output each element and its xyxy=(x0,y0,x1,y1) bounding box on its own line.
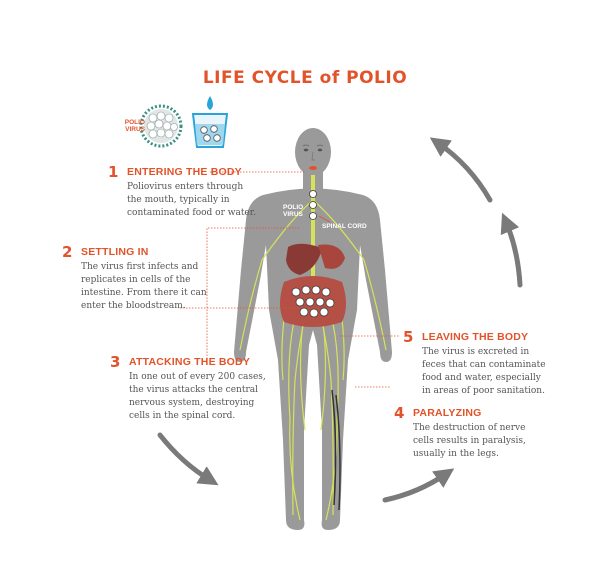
cycle-arrow-top-right xyxy=(429,137,493,203)
step-2-line: intestine. From there it can xyxy=(81,288,207,298)
step-5-line: The virus is excreted in xyxy=(422,347,530,357)
step-3-number: 3 xyxy=(110,353,121,371)
step-4-heading: PARALYZING xyxy=(413,407,482,419)
step-3-line: nervous system, destroying xyxy=(129,398,255,408)
cycle-arrow-bottom-right xyxy=(382,468,455,503)
step-5-line: in areas of poor sanitation. xyxy=(422,386,545,396)
step-2-line: enter the bloodstream. xyxy=(81,301,186,311)
step-2-number: 2 xyxy=(62,243,73,261)
step-1-heading: ENTERING THE BODY xyxy=(127,166,242,178)
step-2-line: replicates in cells of the xyxy=(81,275,191,285)
face xyxy=(302,144,324,170)
step-2-description: The virus first infects and replicates i… xyxy=(81,261,207,313)
cycle-arrow-bottom-left xyxy=(157,432,219,486)
step-1-description: Poliovirus enters through the mouth, typ… xyxy=(127,181,256,220)
body-virus-label-line-1: POLIO xyxy=(283,204,304,211)
step-4-line: The destruction of nerve xyxy=(413,423,526,433)
step-5-number: 5 xyxy=(403,328,414,346)
virus-label: POLIO VIRUS xyxy=(117,119,145,133)
spinal-cord-pointer xyxy=(318,215,331,223)
step-1-line: contaminated food or water. xyxy=(127,208,256,218)
virus-label-line-2: VIRUS xyxy=(125,126,145,133)
step-1-number: 1 xyxy=(108,163,119,181)
step-3-line: In one out of every 200 cases, xyxy=(129,372,266,382)
step-4-number: 4 xyxy=(394,404,405,422)
body-virus-label: POLIO VIRUS xyxy=(283,204,303,218)
step-4-line: cells results in paralysis, xyxy=(413,436,526,446)
step-2-heading: SETTLING IN xyxy=(81,246,149,258)
virus-icon xyxy=(139,104,183,148)
cycle-arrow-right xyxy=(500,212,523,288)
step-1-line: Poliovirus enters through xyxy=(127,182,244,192)
step-1-line: the mouth, typically in xyxy=(127,195,230,205)
connector-lines xyxy=(180,171,400,388)
body-virus-label-line-2: VIRUS xyxy=(283,211,303,218)
digestive-organs xyxy=(280,243,346,327)
step-3-heading: ATTACKING THE BODY xyxy=(129,356,251,368)
step-5-heading: LEAVING THE BODY xyxy=(422,331,529,343)
step-3-description: In one out of every 200 cases, the virus… xyxy=(129,371,266,423)
damaged-nerves xyxy=(331,389,341,511)
step-5-line: feces that can contaminate xyxy=(422,360,546,370)
step-4-description: The destruction of nerve cells results i… xyxy=(413,422,526,461)
step-3-line: the virus attacks the central xyxy=(129,385,259,395)
step-4-line: usually in the legs. xyxy=(413,449,499,459)
virus-label-line-1: POLIO xyxy=(124,119,145,126)
step-5-line: food and water, especially xyxy=(422,373,541,383)
water-glass-icon xyxy=(191,96,229,148)
step-2-line: The virus first infects and xyxy=(81,262,199,272)
step-5-description: The virus is excreted in feces that can … xyxy=(422,346,546,398)
diagram-title: LIFE CYCLE of POLIO xyxy=(202,68,408,88)
spinal-cord-label: SPINAL CORD xyxy=(322,223,367,230)
spinal-virus-particles xyxy=(309,190,317,220)
step-3-line: cells in the spinal cord. xyxy=(129,411,236,421)
